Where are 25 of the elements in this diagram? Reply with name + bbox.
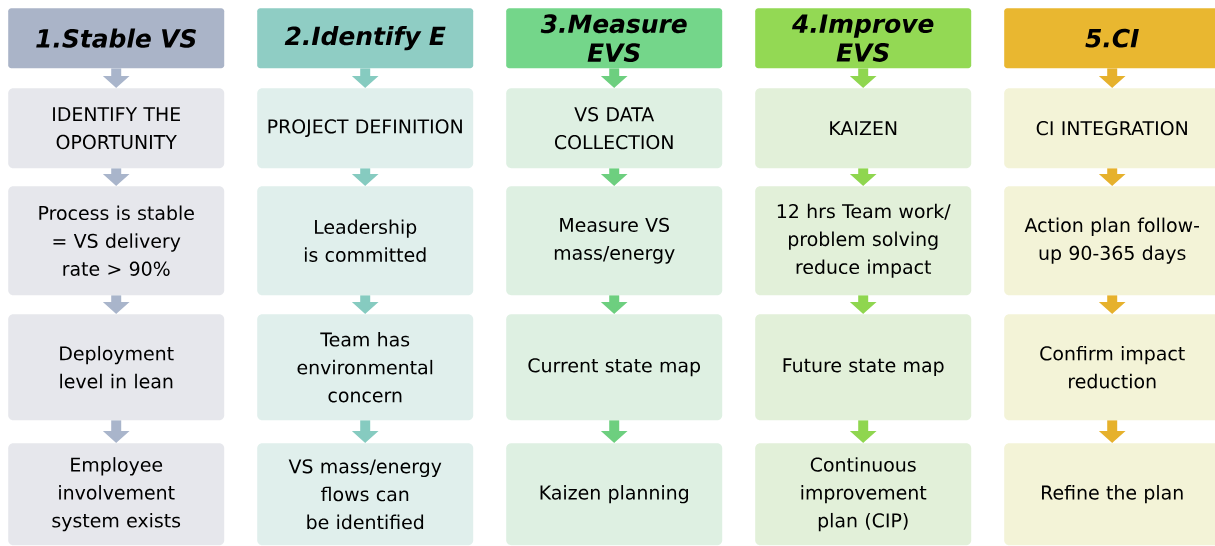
stage-header: 4.Improve EVS [755,8,972,69]
step-box: Leadership is committed [257,186,474,296]
step-box: Refine the plan [1004,443,1215,546]
step-box: KAIZEN [755,88,972,169]
step-box: 12 hrs Team work/ problem solving reduce impact [755,186,972,296]
step-box: Team has environmental concern [257,314,474,421]
step-box: Confirm impact reduction [1004,314,1215,421]
stage-header: 2.Identify E [257,8,474,69]
step-box: Continuous improvement plan (CIP) [755,443,972,546]
step-box: VS DATA COLLECTION [506,88,723,169]
step-box: Future state map [755,314,972,421]
step-box: Measure VS mass/energy [506,186,723,296]
step-box: Employee involvement system exists [8,443,225,546]
step-box: Current state map [506,314,723,421]
step-box: VS mass/energy flows can be identified [257,443,474,546]
stage-header: 3.Measure EVS [506,8,723,69]
stage-header: 1.Stable VS [8,8,225,69]
step-box: PROJECT DEFINITION [257,88,474,169]
step-box: IDENTIFY THE OPORTUNITY [8,88,225,169]
step-box: CI INTEGRATION [1004,88,1215,169]
step-box: Kaizen planning [506,443,723,546]
step-box: Deployment level in lean [8,314,225,421]
step-box: Process is stable = VS delivery rate > 90% [8,186,225,296]
step-box: Action plan follow-up 90-365 days [1004,186,1215,296]
stage-header: 5.CI [1004,8,1215,69]
